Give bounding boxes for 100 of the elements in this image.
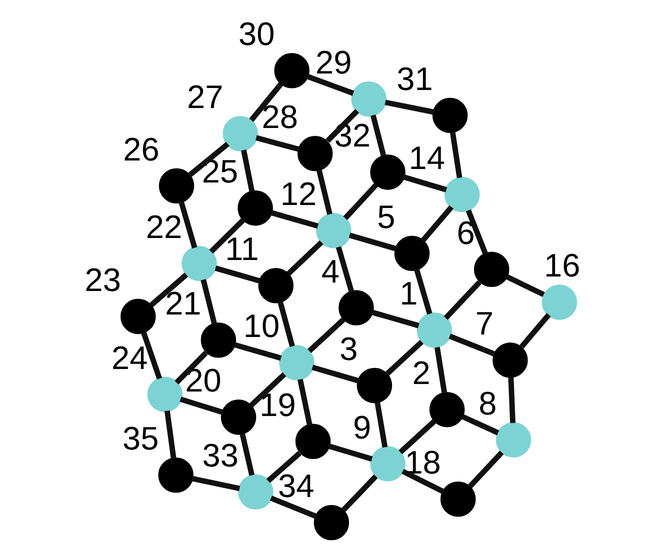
node-label: 7 (475, 306, 494, 342)
connector (316, 169, 332, 215)
connector (249, 372, 286, 408)
node-label: 20 (185, 362, 222, 399)
node-label: 2 (412, 355, 430, 392)
connector (180, 396, 224, 415)
connector (328, 444, 373, 462)
connector (434, 346, 448, 394)
connector (298, 378, 312, 426)
node-label: 9 (352, 409, 372, 446)
connector (505, 274, 545, 298)
node-circle (429, 392, 465, 428)
connector (174, 350, 208, 385)
connector (343, 182, 378, 220)
node-circle (238, 474, 274, 510)
connector (444, 280, 482, 320)
connector (278, 301, 295, 348)
connector (191, 476, 240, 492)
node-circle (444, 176, 480, 212)
node-circle (492, 342, 528, 378)
node-circle (297, 136, 333, 172)
connector (420, 205, 454, 243)
connector (164, 410, 176, 460)
connector (241, 150, 255, 192)
connector (385, 340, 424, 376)
node-label: 21 (165, 286, 202, 322)
node-circle (238, 190, 273, 226)
connector (256, 135, 300, 152)
node-label: 14 (408, 140, 445, 176)
connector (374, 402, 388, 448)
connector (308, 317, 346, 354)
connector (461, 414, 500, 436)
connector (178, 200, 198, 249)
node-label: 24 (112, 340, 148, 376)
node-circle (314, 504, 350, 540)
node-label: 1 (400, 276, 418, 312)
connector (149, 272, 188, 308)
node-label: 19 (260, 386, 296, 423)
node-label: 33 (202, 437, 239, 474)
connector (520, 313, 551, 349)
node-label: 16 (544, 248, 580, 284)
node-circle (222, 116, 258, 152)
node-circle (416, 312, 452, 348)
connector (370, 114, 386, 157)
node-label: 23 (84, 262, 121, 298)
node-circle (120, 298, 156, 334)
node-label: 30 (238, 16, 275, 52)
connector (209, 218, 246, 254)
node-circle (351, 81, 386, 117)
node-label: 27 (186, 79, 224, 116)
connector (270, 210, 319, 229)
node-label: 18 (404, 444, 441, 481)
connector (326, 108, 360, 143)
node-circle (258, 268, 294, 304)
node-circle (356, 368, 392, 404)
node-circle (274, 53, 310, 88)
connector (306, 74, 354, 96)
connector (341, 474, 378, 512)
connector (266, 451, 302, 483)
connector (286, 240, 324, 276)
node-circle (440, 481, 476, 517)
node-label: 10 (243, 308, 280, 344)
node-circle (338, 290, 374, 326)
node-label: 4 (321, 253, 340, 290)
connector (384, 100, 434, 115)
node-circle (542, 284, 578, 320)
node-label: 3 (340, 331, 358, 367)
node-label: 6 (456, 214, 475, 251)
connector (200, 279, 217, 325)
connector (468, 450, 504, 488)
connector (401, 468, 444, 494)
connector (450, 132, 462, 178)
node-circle (220, 400, 256, 435)
connector (466, 209, 488, 254)
connector (234, 342, 282, 361)
node-label: 8 (478, 385, 497, 422)
connector (240, 433, 255, 476)
connector (336, 246, 354, 292)
node-circle (370, 446, 406, 482)
connector (398, 419, 436, 454)
node-label: 31 (396, 60, 433, 97)
connector (348, 232, 397, 252)
node-label: 26 (123, 131, 160, 168)
node-circle (279, 345, 314, 380)
connector (508, 376, 516, 424)
connector (414, 268, 432, 315)
node-label: 28 (262, 99, 298, 136)
node-circle (295, 424, 331, 460)
node-circle (496, 422, 532, 458)
connector (371, 310, 420, 328)
node-circle (316, 213, 352, 248)
node-circle (200, 322, 236, 358)
node-label: 34 (278, 468, 314, 504)
connector (402, 174, 448, 192)
node-circle (394, 236, 430, 271)
node-label: 12 (280, 176, 317, 212)
node-circle (474, 252, 510, 287)
node-label: 11 (225, 231, 259, 268)
connector (214, 266, 260, 284)
node-label: 35 (122, 420, 159, 457)
